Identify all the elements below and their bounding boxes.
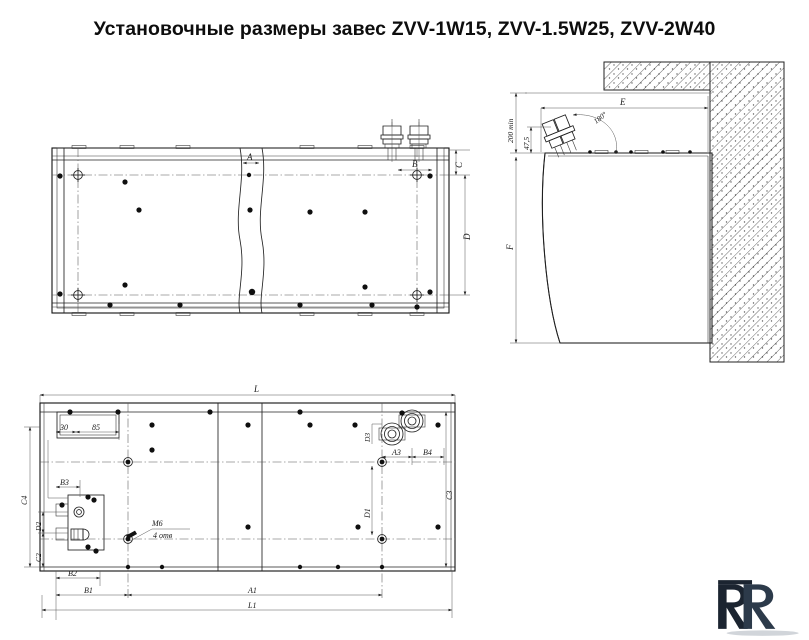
- front-view: A B C D: [51, 119, 472, 316]
- plan-dimension-b2: B2: [55, 569, 101, 586]
- side-view-pipe-connections: [541, 114, 577, 158]
- plan-dimension-b1: B1: [55, 571, 129, 620]
- plan-dimension-b3: B3: [55, 478, 81, 497]
- plan-label-a1: A1: [247, 586, 257, 595]
- front-label-c: C: [454, 161, 464, 168]
- front-view-pipe-fittings: [380, 119, 431, 162]
- plan-mounting-holes: [123, 457, 387, 544]
- plan-label-d1: D1: [363, 508, 372, 519]
- side-dimension-offset: 47,5: [522, 126, 551, 154]
- plan-label-c3: C3: [445, 491, 454, 500]
- plan-label-b3: B3: [60, 478, 69, 487]
- plan-label-85: 85: [92, 423, 100, 432]
- wall-hatching: [603, 61, 785, 363]
- front-dimension-c: C: [449, 149, 470, 176]
- front-view-mount-tabs: [71, 145, 425, 316]
- plan-dimension-c4: C4: [20, 426, 40, 568]
- front-dimension-d: D: [449, 174, 472, 296]
- plan-label-l: L: [253, 384, 259, 394]
- front-label-b: B: [412, 159, 418, 169]
- side-label-height-min: 200 min: [506, 118, 515, 143]
- plan-label-c2: C2: [34, 553, 43, 562]
- front-view-bolt-markers: [71, 168, 424, 302]
- plan-plumbing-connectors: [378, 409, 426, 446]
- rr-monogram-logo: [718, 580, 799, 636]
- plan-dimension-c3: C3: [444, 411, 454, 568]
- plan-label-d3: D3: [363, 433, 372, 443]
- front-view-screw-dots: [57, 172, 433, 310]
- unit-cross-section: [541, 150, 713, 344]
- front-label-a: A: [246, 152, 253, 162]
- plan-screw-dots: [59, 409, 441, 570]
- plan-dimension-l: L: [39, 384, 456, 405]
- side-dimension-f: F: [505, 156, 560, 344]
- plan-dimension-a1: A1: [127, 586, 383, 597]
- plan-label-a3: A3: [391, 448, 401, 457]
- plan-view: L 30 85: [20, 384, 456, 620]
- plan-label-b4: B4: [423, 448, 432, 457]
- plan-label-d2: D2: [34, 522, 43, 532]
- plan-dimension-30: 30: [55, 423, 77, 434]
- side-dimension-e: E: [540, 96, 709, 152]
- side-label-f: F: [505, 244, 515, 251]
- plan-label-m6: M6: [151, 519, 163, 528]
- page-title: Установочные размеры завес ZVV-1W15, ZVV…: [93, 18, 716, 40]
- plan-label-l1: L1: [247, 601, 256, 610]
- side-dimension-height-min: 200 min: [506, 92, 545, 154]
- rotation-angle-indicator: 180°: [572, 110, 618, 154]
- plan-dimension-d3: D3: [363, 423, 382, 444]
- plan-thread-callout: M6 4 отв: [126, 519, 190, 542]
- plan-dimension-c2: C2: [34, 532, 68, 568]
- plan-dimension-85: 85: [75, 423, 120, 440]
- side-label-offset: 47,5: [522, 137, 531, 150]
- plan-dimension-d1: D1: [363, 465, 374, 536]
- front-dimension-a: A: [242, 152, 260, 165]
- plan-electrical-connector: [47, 440, 105, 551]
- plan-dimension-l1: L1: [41, 571, 453, 618]
- plan-label-holes: 4 отв: [153, 531, 173, 540]
- front-label-d: D: [462, 233, 472, 241]
- side-label-angle: 180°: [592, 110, 609, 126]
- side-section-view: 180° E 200 min 47,5 F: [505, 61, 785, 363]
- plan-label-30: 30: [59, 423, 68, 432]
- plan-dimension-b4: B4: [411, 448, 445, 465]
- plan-label-b1: B1: [84, 586, 93, 595]
- plan-label-b2: B2: [68, 569, 77, 578]
- front-dimension-b: B: [397, 159, 433, 172]
- plan-label-c4: C4: [20, 496, 29, 505]
- plan-dimension-d2: D2: [34, 511, 68, 534]
- side-label-e: E: [619, 97, 626, 107]
